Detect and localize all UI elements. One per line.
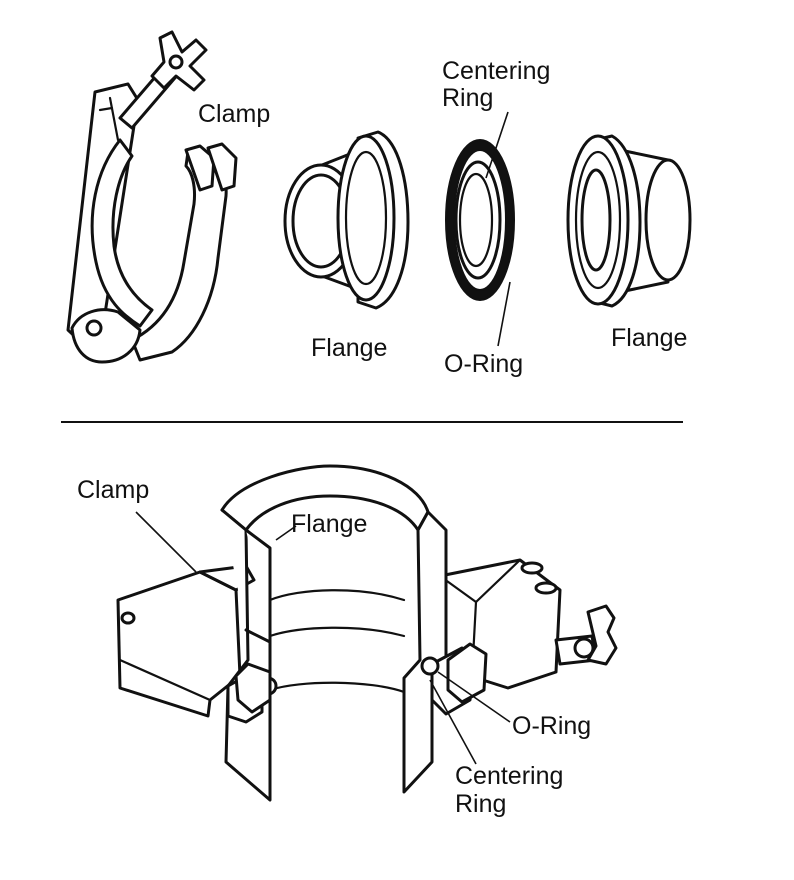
label-flange-right: Flange	[611, 324, 687, 352]
label-centering-ring-top-line1: Centering	[442, 57, 550, 85]
clamp-leader-bottom	[135, 511, 197, 573]
clamp-open-drawing	[66, 30, 238, 364]
label-oring-bottom: O-Ring	[512, 712, 591, 740]
label-oring-top: O-Ring	[444, 350, 523, 378]
label-clamp-top: Clamp	[198, 100, 270, 128]
flange-tube-cutaway	[220, 464, 488, 802]
left-flange-drawing	[283, 130, 410, 310]
oring-leader	[497, 281, 511, 347]
assembled-view: Clamp Flange O-Ring Centering Ring	[77, 464, 618, 818]
centering-ring-drawing	[445, 139, 515, 301]
label-clamp-bottom: Clamp	[77, 476, 149, 504]
centering-ring-leader-bottom	[429, 679, 477, 765]
flange-leader-bottom	[275, 525, 297, 541]
label-centering-ring-bottom-line2: Ring	[455, 790, 506, 818]
centering-ring-leader	[485, 111, 509, 179]
label-flange-bottom: Flange	[291, 510, 367, 538]
exploded-view: Clamp Centering Ring Flange O-Ring Flang…	[66, 30, 692, 378]
right-flange-drawing	[566, 134, 692, 308]
label-flange-left: Flange	[311, 334, 387, 362]
label-centering-ring-top-line2: Ring	[442, 84, 493, 112]
label-centering-ring-bottom-line1: Centering	[455, 762, 563, 790]
clamp-assembled-drawing	[116, 558, 618, 718]
oring-leader-bottom	[437, 671, 511, 723]
